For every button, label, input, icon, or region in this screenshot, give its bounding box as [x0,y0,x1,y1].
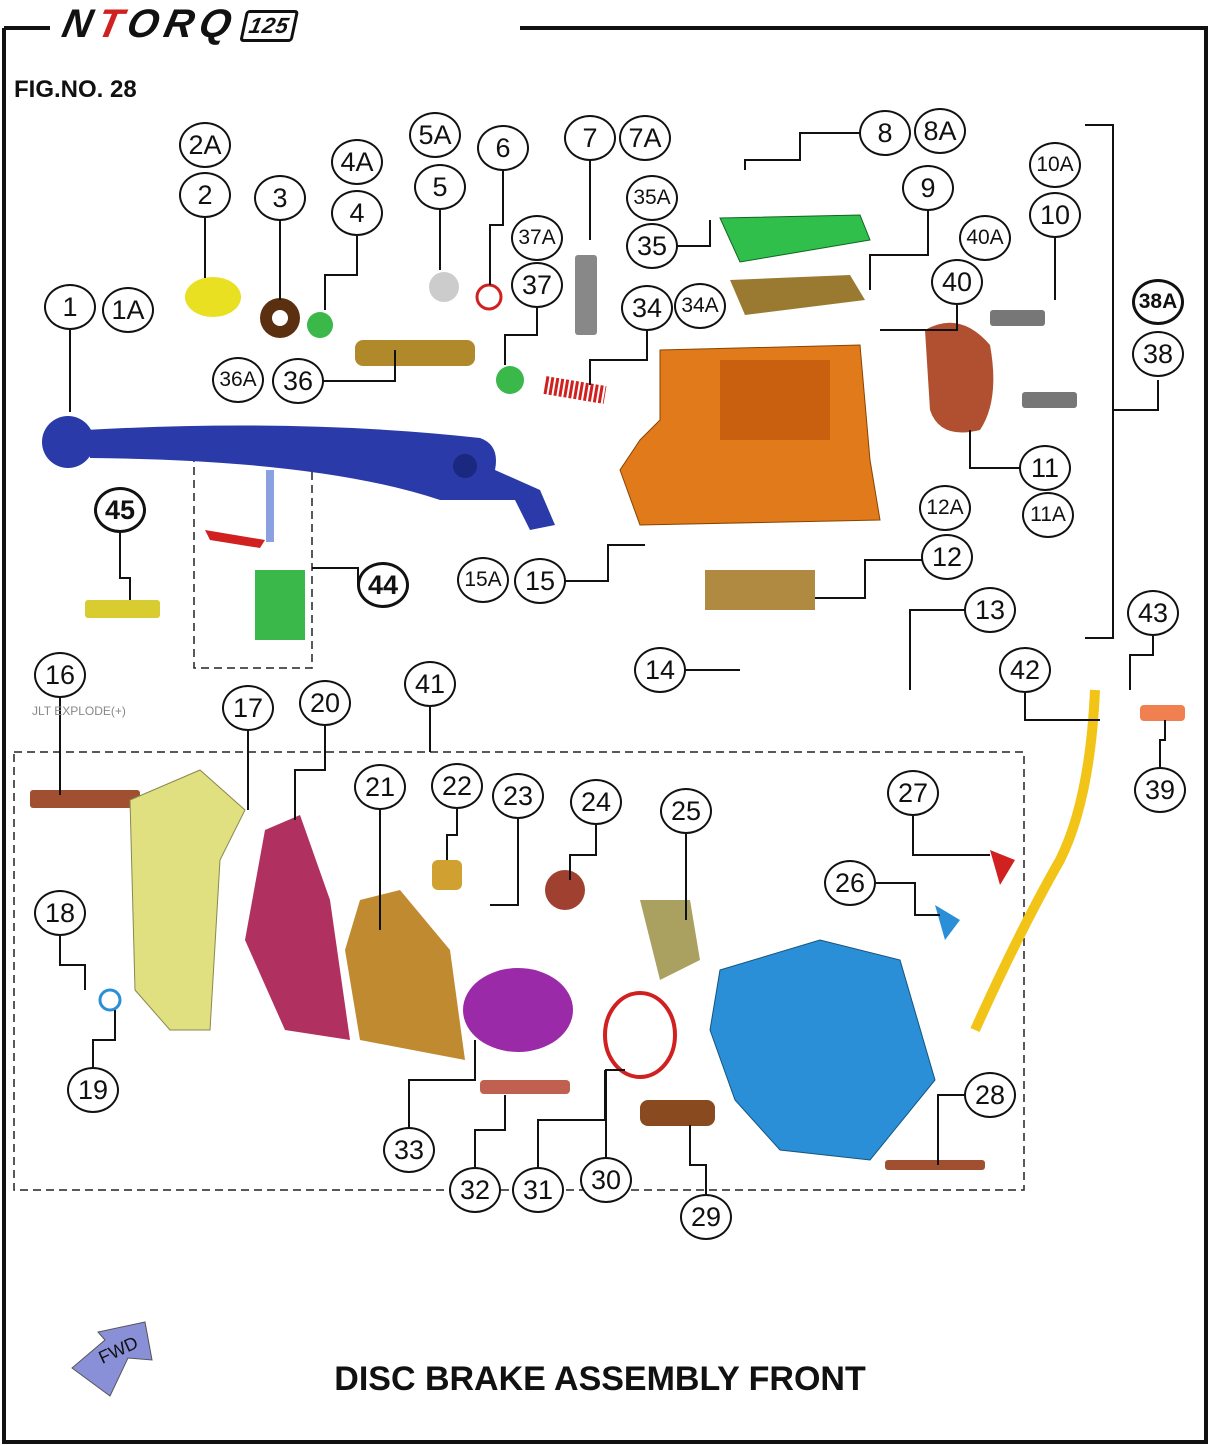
callout-43: 43 [1127,590,1179,636]
callout-19: 19 [67,1067,119,1113]
callout-10a: 10A [1029,142,1081,188]
callout-24: 24 [570,779,622,825]
callout-10: 10 [1029,192,1081,238]
banjo-bolt [1140,705,1185,721]
callout-1: 1 [44,284,96,330]
callout-40a: 40A [959,215,1011,261]
bolts [30,255,1077,1170]
callout-15: 15 [514,558,566,604]
callout-38: 38 [1132,331,1184,377]
bracket-38 [1085,124,1159,639]
oring-6 [475,283,503,311]
callout-41: 41 [404,661,456,707]
callout-15a: 15A [457,557,509,603]
callout-4: 4 [331,190,383,236]
callout-37: 37 [511,262,563,308]
callout-1a: 1A [102,287,154,333]
diagram-title: DISC BRAKE ASSEMBLY FRONT [334,1360,866,1398]
callout-2: 2 [179,172,231,218]
callout-35a: 35A [626,175,678,221]
watermark-text: JLT EXPLODE(+) [32,704,126,718]
callout-42: 42 [999,647,1051,693]
callout-21: 21 [354,764,406,810]
brake-hose [970,689,1100,1033]
callout-28: 28 [964,1072,1016,1118]
brake-lever [42,416,555,530]
callout-40: 40 [931,259,983,305]
callout-30: 30 [580,1157,632,1203]
callout-39: 39 [1134,767,1186,813]
callout-4a: 4A [331,139,383,185]
fwd-arrow-icon [71,1321,153,1397]
callout-2a: 2A [179,122,231,168]
callout-11: 11 [1019,445,1071,491]
callout-29: 29 [680,1194,732,1240]
callout-8: 8 [859,110,911,156]
callout-20: 20 [299,680,351,726]
callout-31: 31 [512,1167,564,1213]
callout-12a: 12A [919,485,971,531]
seal-37 [496,366,524,394]
spring-34 [543,376,607,404]
callout-5a: 5A [409,112,461,158]
boot [185,277,241,317]
callout-27: 27 [887,770,939,816]
callout-36: 36 [272,358,324,404]
cap-5 [429,272,459,302]
leader-lines [59,132,1166,1194]
callout-35: 35 [626,223,678,269]
callout-14: 14 [634,647,686,693]
callout-16: 16 [34,652,86,698]
callout-13: 13 [964,587,1016,633]
figure-number: FIG.NO. 28 [14,76,137,103]
callout-23: 23 [492,773,544,819]
callout-22: 22 [431,763,483,809]
callout-7: 7 [564,115,616,161]
callout-18: 18 [34,890,86,936]
reservoir-cover [719,214,871,315]
callout-17: 17 [222,685,274,731]
switch-12 [705,570,815,610]
callout-37a: 37A [511,215,563,261]
callout-11a: 11A [1022,492,1074,538]
callout-7a: 7A [619,115,671,161]
callout-34: 34 [621,285,673,331]
master-cylinder-body [619,344,881,526]
piston-36 [355,340,475,366]
callout-6: 6 [477,125,529,171]
callout-3: 3 [254,175,306,221]
callout-8a: 8A [914,108,966,154]
callout-34a: 34A [674,283,726,329]
callout-5: 5 [414,164,466,210]
callout-33: 33 [383,1127,435,1173]
callout-9: 9 [902,165,954,211]
caliper-assembly [98,769,1015,1161]
callout-25: 25 [660,788,712,834]
outer-frame [2,26,1208,1444]
callout-45: 45 [94,487,146,533]
seal-4 [307,312,333,338]
callout-26: 26 [824,860,876,906]
callout-36a: 36A [212,357,264,403]
callout-44: 44 [357,562,409,608]
callout-12: 12 [921,534,973,580]
parts-44 [205,470,305,640]
holder-clamp [925,322,994,433]
callout-32: 32 [449,1167,501,1213]
callout-38a: 38A [1132,279,1184,325]
